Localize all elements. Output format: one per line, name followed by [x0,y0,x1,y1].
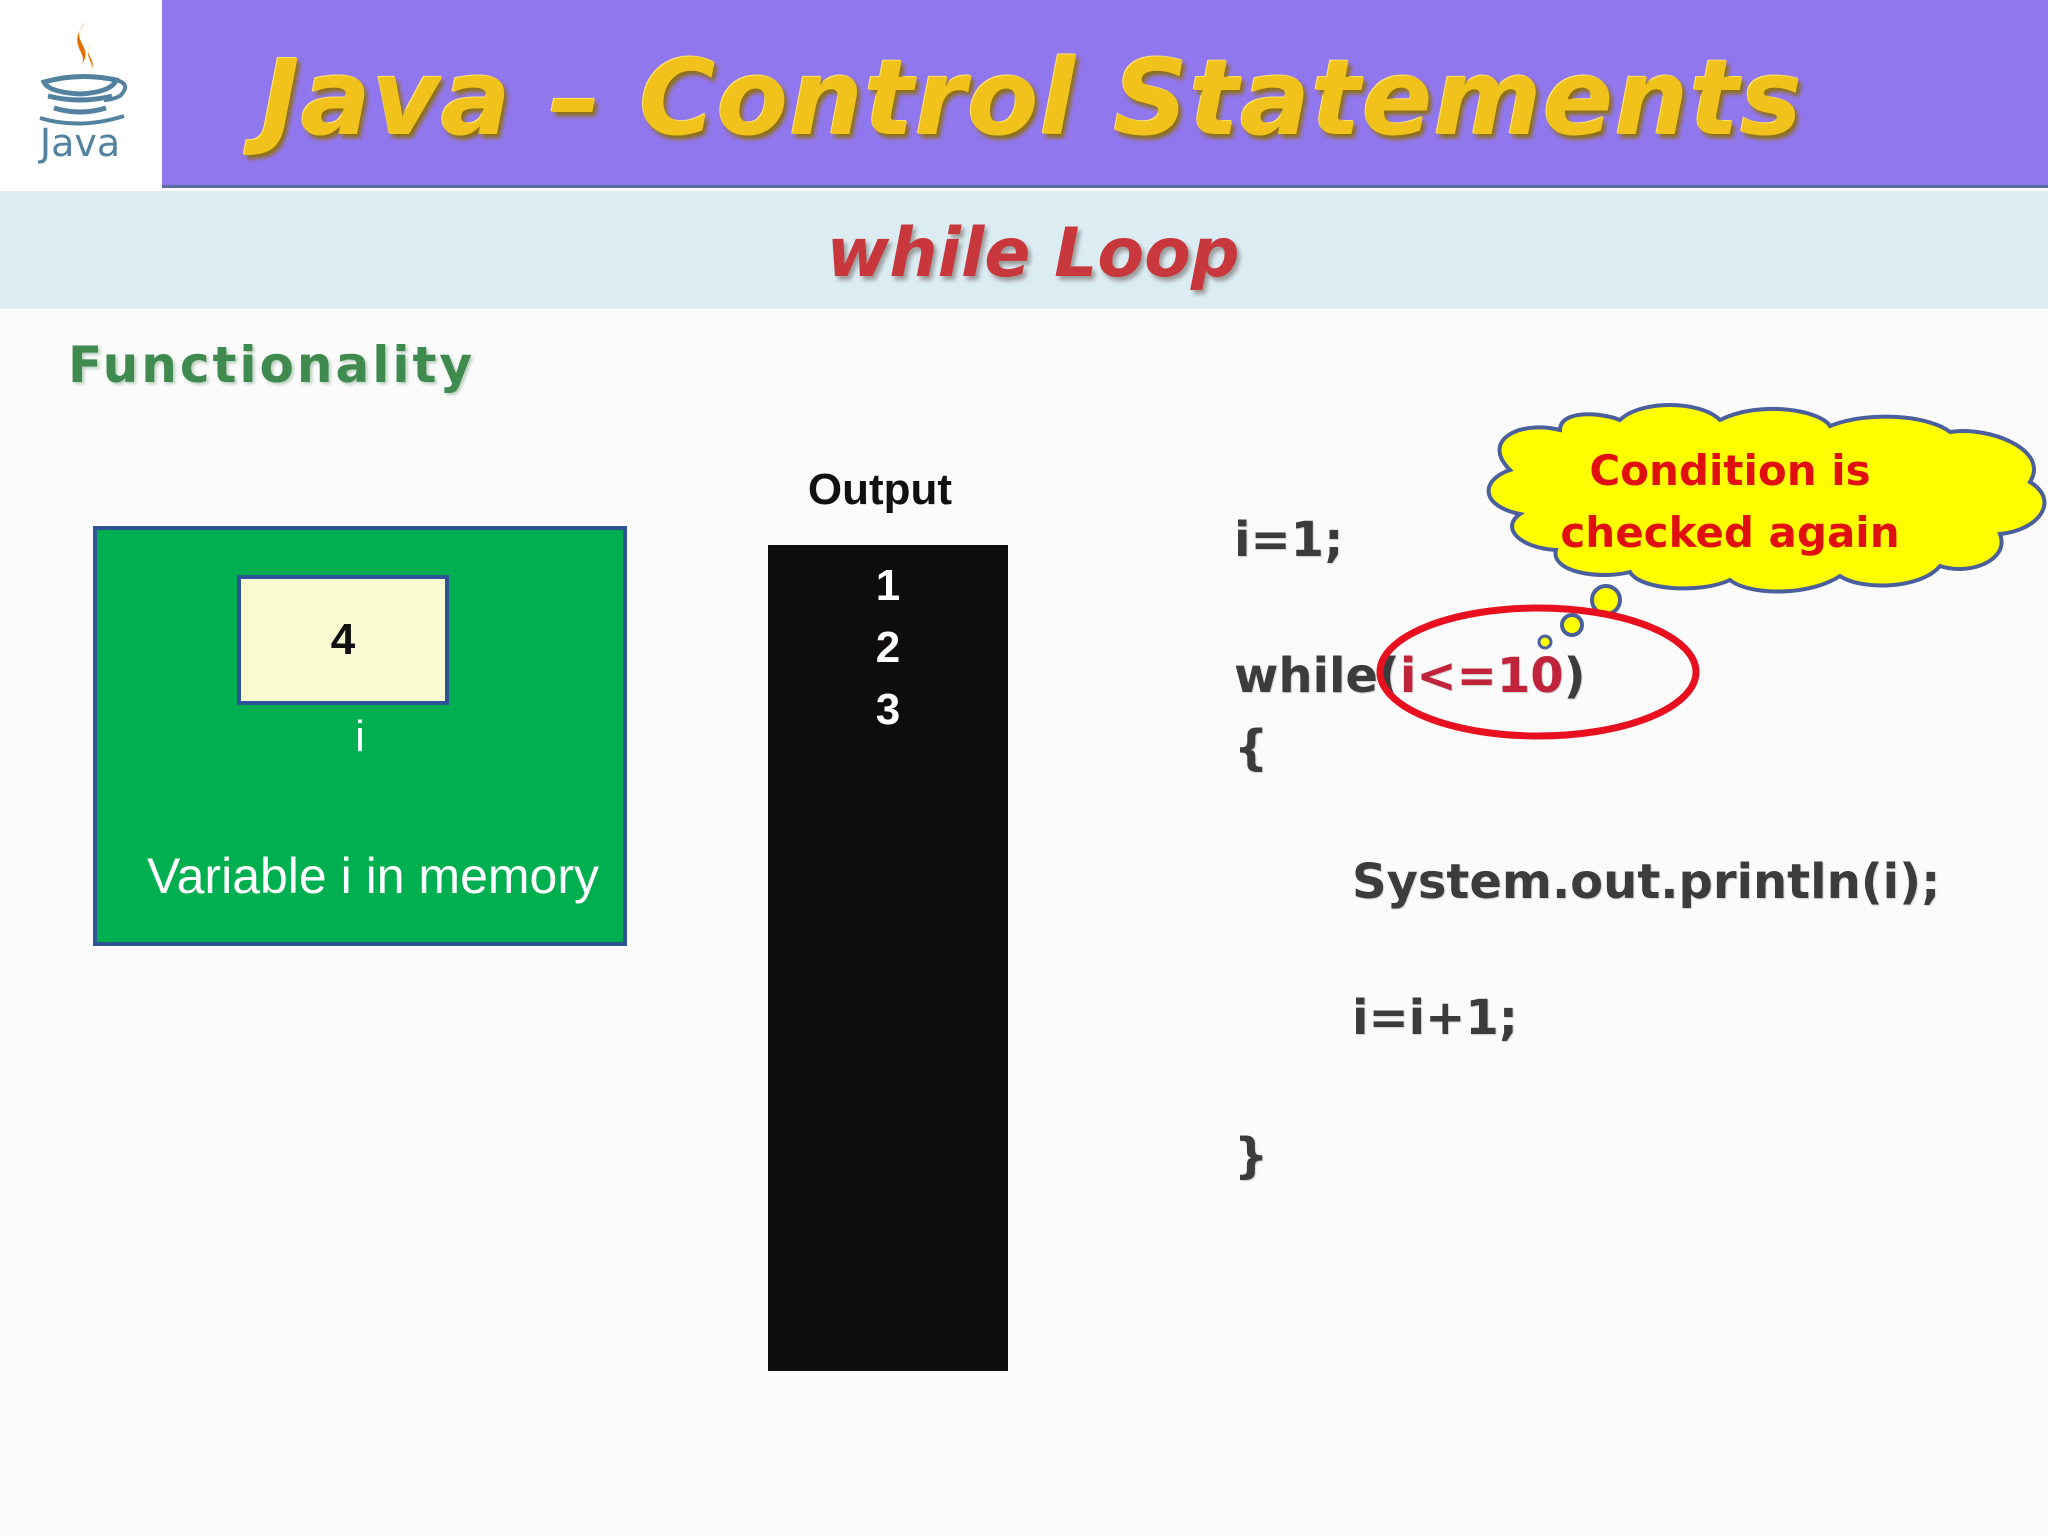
slide-title: Java – Control Statements [261,37,1803,159]
while-condition: i<=10 [1399,648,1564,704]
memory-panel [93,526,627,946]
callout-line: checked again [1560,508,1900,557]
code-line-open-brace: { [1234,720,1269,776]
code-line-close-brace: } [1234,1128,1269,1184]
output-lines: 1 2 3 [768,555,1008,741]
code-line-init: i=1; [1234,512,1344,568]
code-line-print: System.out.println(i); [1352,854,1941,910]
callout-line: Condition is [1589,446,1871,495]
slide-subtitle: while Loop [826,214,1240,293]
output-console [768,545,1008,1371]
variable-value: 4 [330,615,356,664]
while-keyword: while( [1234,648,1400,704]
callout-text: Condition is checked again [1520,440,1940,564]
subtitle-band [0,191,2048,309]
code-line-increment: i=i+1; [1352,990,1518,1046]
section-heading: Functionality [68,336,475,394]
memory-caption: Variable i in memory [146,848,599,904]
while-close-paren: ) [1563,648,1586,704]
java-logo-text: Java [38,121,120,165]
variable-name-label: i [355,712,365,761]
title-band [162,0,2048,188]
output-line: 3 [875,685,901,734]
java-logo: Java [0,0,162,188]
variable-value-box: 4 [237,575,449,705]
output-label: Output [807,465,953,514]
output-line: 1 [875,561,901,610]
java-coffee-cup-icon: Java [38,22,128,165]
code-line-while: while(i<=10) [1234,644,1586,708]
output-line: 2 [875,623,901,672]
